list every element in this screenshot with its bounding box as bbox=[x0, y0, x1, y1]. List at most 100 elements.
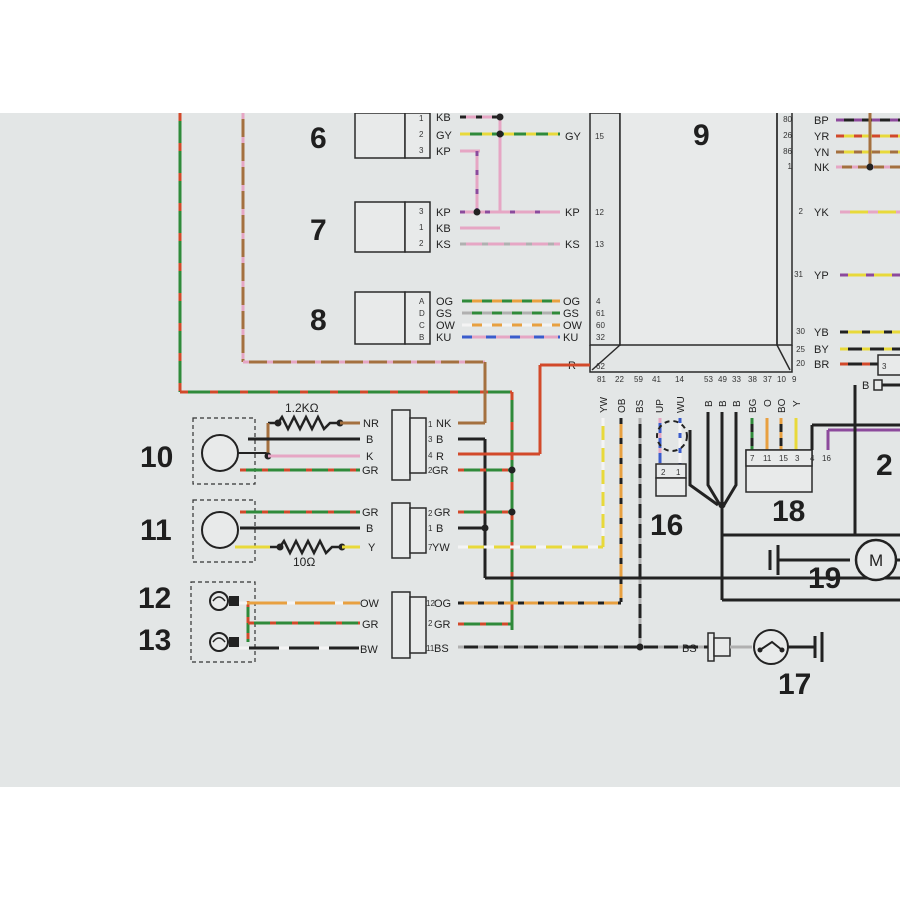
svg-text:1: 1 bbox=[788, 162, 793, 171]
svg-text:7: 7 bbox=[750, 454, 755, 463]
svg-text:12: 12 bbox=[426, 599, 435, 608]
svg-text:62: 62 bbox=[596, 362, 605, 371]
component-11: 11 10Ω GR B Y 2 1 7 GR B YW bbox=[140, 499, 900, 580]
svg-text:KP: KP bbox=[565, 207, 580, 219]
svg-text:4: 4 bbox=[428, 451, 433, 460]
component-7: 7 3 1 2 KP KB KS KP 12 KS 13 bbox=[310, 201, 604, 253]
component-18: 7 11 15 3 4 16 18 bbox=[722, 385, 900, 602]
svg-text:B: B bbox=[436, 523, 443, 535]
component-6: 6 1 2 3 KB GY KP GY 15 bbox=[310, 113, 604, 212]
svg-text:12: 12 bbox=[595, 208, 604, 217]
component-7-box bbox=[354, 201, 406, 253]
svg-text:14: 14 bbox=[675, 375, 684, 384]
svg-text:26: 26 bbox=[783, 131, 792, 140]
svg-text:49: 49 bbox=[718, 375, 727, 384]
svg-text:B: B bbox=[366, 523, 373, 535]
svg-text:YW: YW bbox=[432, 542, 450, 554]
svg-text:15: 15 bbox=[595, 132, 604, 141]
svg-text:32: 32 bbox=[596, 333, 605, 342]
label-16: 16 bbox=[650, 509, 683, 542]
svg-text:KP: KP bbox=[436, 146, 451, 158]
svg-text:Y: Y bbox=[368, 542, 376, 554]
svg-text:UP: UP bbox=[655, 399, 666, 413]
label-11: 11 bbox=[140, 514, 172, 547]
svg-text:2: 2 bbox=[419, 130, 424, 139]
svg-text:1.2KΩ: 1.2KΩ bbox=[285, 401, 319, 415]
svg-text:YK: YK bbox=[814, 207, 829, 219]
svg-text:KS: KS bbox=[436, 239, 451, 251]
svg-text:13: 13 bbox=[595, 240, 604, 249]
svg-text:OW: OW bbox=[436, 320, 456, 332]
component-19: M 19 bbox=[768, 538, 900, 595]
svg-text:GY: GY bbox=[436, 130, 453, 142]
svg-text:1: 1 bbox=[676, 468, 681, 477]
svg-text:22: 22 bbox=[615, 375, 624, 384]
svg-text:10Ω: 10Ω bbox=[293, 555, 315, 569]
svg-text:BR: BR bbox=[814, 359, 829, 371]
svg-text:80: 80 bbox=[783, 115, 792, 124]
svg-text:25: 25 bbox=[796, 345, 805, 354]
svg-text:YN: YN bbox=[814, 147, 829, 159]
svg-text:BW: BW bbox=[360, 644, 378, 656]
svg-text:OG: OG bbox=[436, 296, 453, 308]
svg-text:B: B bbox=[704, 400, 715, 407]
svg-text:2: 2 bbox=[661, 468, 666, 477]
component-8-box bbox=[354, 291, 406, 345]
label-8: 8 bbox=[310, 304, 327, 337]
svg-text:A: A bbox=[419, 297, 425, 306]
svg-text:2: 2 bbox=[428, 509, 433, 518]
svg-text:YW: YW bbox=[599, 396, 610, 413]
component-8: 8 A D C B OG GS OW KU OG 4 GS 61 OW 60 K… bbox=[310, 291, 605, 345]
label-2: 2 bbox=[876, 449, 893, 482]
svg-text:61: 61 bbox=[596, 309, 605, 318]
label-10: 10 bbox=[140, 441, 173, 474]
component-6-box bbox=[354, 113, 406, 159]
svg-text:YB: YB bbox=[814, 327, 829, 339]
svg-text:GR: GR bbox=[362, 619, 379, 631]
svg-text:GS: GS bbox=[436, 308, 452, 320]
label-9: 9 bbox=[693, 119, 710, 152]
svg-text:BY: BY bbox=[814, 344, 829, 356]
svg-text:K: K bbox=[366, 451, 374, 463]
svg-text:1: 1 bbox=[419, 223, 424, 232]
svg-text:1: 1 bbox=[419, 114, 424, 123]
label-17: 17 bbox=[778, 668, 811, 701]
svg-text:2: 2 bbox=[428, 466, 433, 475]
label-6: 6 bbox=[310, 122, 327, 155]
harness-left bbox=[178, 113, 514, 630]
svg-text:NR: NR bbox=[363, 418, 379, 430]
ecu-9: 9 R 62 bbox=[538, 113, 793, 454]
svg-text:OG: OG bbox=[563, 296, 580, 308]
ecu-bottom-pins: 81 22 59 41 14 53 49 33 38 37 10 9 YW OB… bbox=[597, 375, 803, 647]
ecu-right-pins: 80 BP 26 YR 86 YN 1 NK 2 YK 31 YP 30 YB … bbox=[783, 113, 900, 371]
svg-text:R: R bbox=[436, 451, 444, 463]
svg-text:20: 20 bbox=[796, 359, 805, 368]
label-7: 7 bbox=[310, 214, 327, 247]
svg-text:GR: GR bbox=[434, 619, 451, 631]
svg-text:1: 1 bbox=[428, 524, 433, 533]
svg-text:4: 4 bbox=[596, 297, 601, 306]
svg-text:16: 16 bbox=[822, 454, 831, 463]
svg-text:15: 15 bbox=[779, 454, 788, 463]
svg-text:81: 81 bbox=[597, 375, 606, 384]
component-2: 3 B 2 bbox=[862, 354, 900, 482]
label-18: 18 bbox=[772, 495, 805, 528]
label-12: 12 bbox=[138, 582, 171, 615]
svg-text:9: 9 bbox=[792, 375, 797, 384]
svg-text:7: 7 bbox=[428, 543, 433, 552]
wiring-diagram: 6 1 2 3 KB GY KP GY 15 7 3 1 2 KP KB KS bbox=[138, 113, 900, 701]
svg-text:OW: OW bbox=[563, 320, 583, 332]
svg-text:31: 31 bbox=[794, 270, 803, 279]
svg-text:GR: GR bbox=[362, 507, 379, 519]
svg-text:NK: NK bbox=[436, 418, 452, 430]
svg-text:KB: KB bbox=[436, 113, 451, 124]
svg-text:3: 3 bbox=[419, 146, 424, 155]
svg-text:KB: KB bbox=[436, 223, 451, 235]
svg-text:1: 1 bbox=[428, 420, 433, 429]
svg-text:60: 60 bbox=[596, 321, 605, 330]
svg-text:59: 59 bbox=[634, 375, 643, 384]
svg-text:11: 11 bbox=[426, 644, 435, 653]
svg-text:M: M bbox=[869, 551, 883, 570]
svg-text:OW: OW bbox=[360, 598, 380, 610]
svg-text:YR: YR bbox=[814, 131, 829, 143]
